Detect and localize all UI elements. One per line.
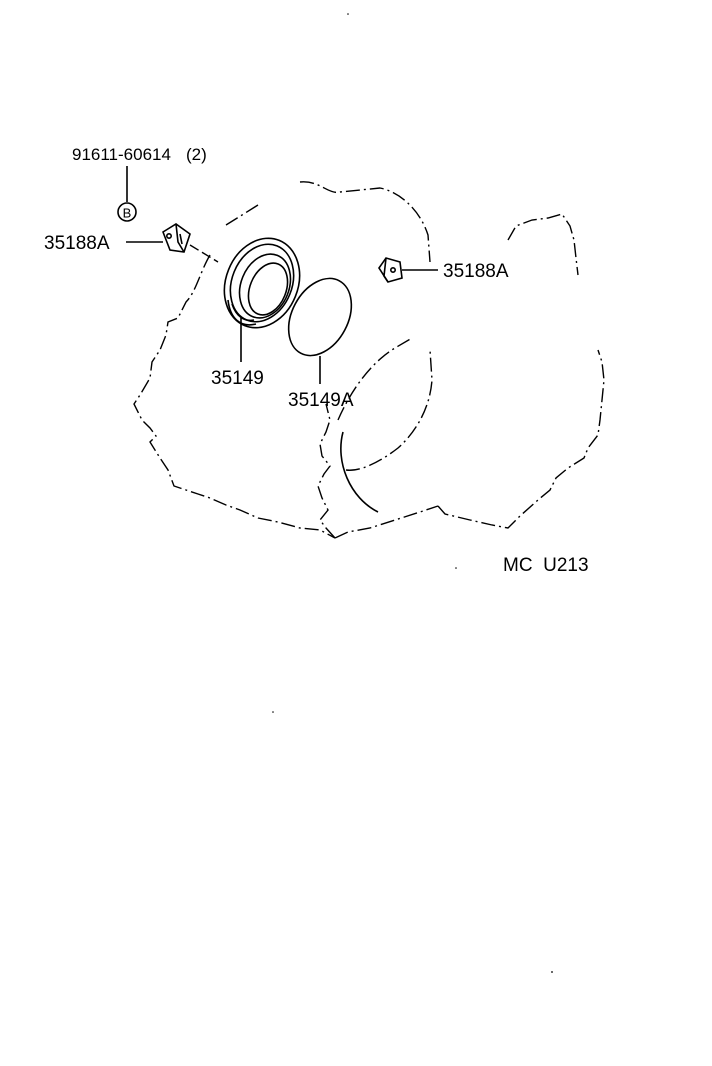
lock-plate-icon <box>162 223 191 253</box>
lock-plate-icon <box>378 257 403 283</box>
bolt-quantity: (2) <box>186 145 207 164</box>
oring-part-number: 35149A <box>288 390 354 411</box>
bolt-marker-icon <box>117 202 137 222</box>
o-ring-icon <box>287 277 353 357</box>
oil-seal <box>223 237 301 362</box>
o-ring <box>287 277 353 384</box>
bolt-marker-letter: B <box>123 206 132 221</box>
lock-plate-left <box>126 223 191 253</box>
bolt-marker: B <box>117 166 137 222</box>
bolt-part-number: 91611-60614 <box>72 145 171 164</box>
scan-specks <box>272 13 553 973</box>
oil-seal-icon <box>223 237 301 329</box>
seal-part-number: 35149 <box>211 368 264 389</box>
transmission-case-icon <box>133 181 605 539</box>
plate-left-part-number: 35188A <box>44 233 110 254</box>
plate-right-part-number: 35188A <box>443 261 509 282</box>
illustration-code: MC U213 <box>503 555 589 576</box>
lock-plate-right <box>378 257 438 283</box>
